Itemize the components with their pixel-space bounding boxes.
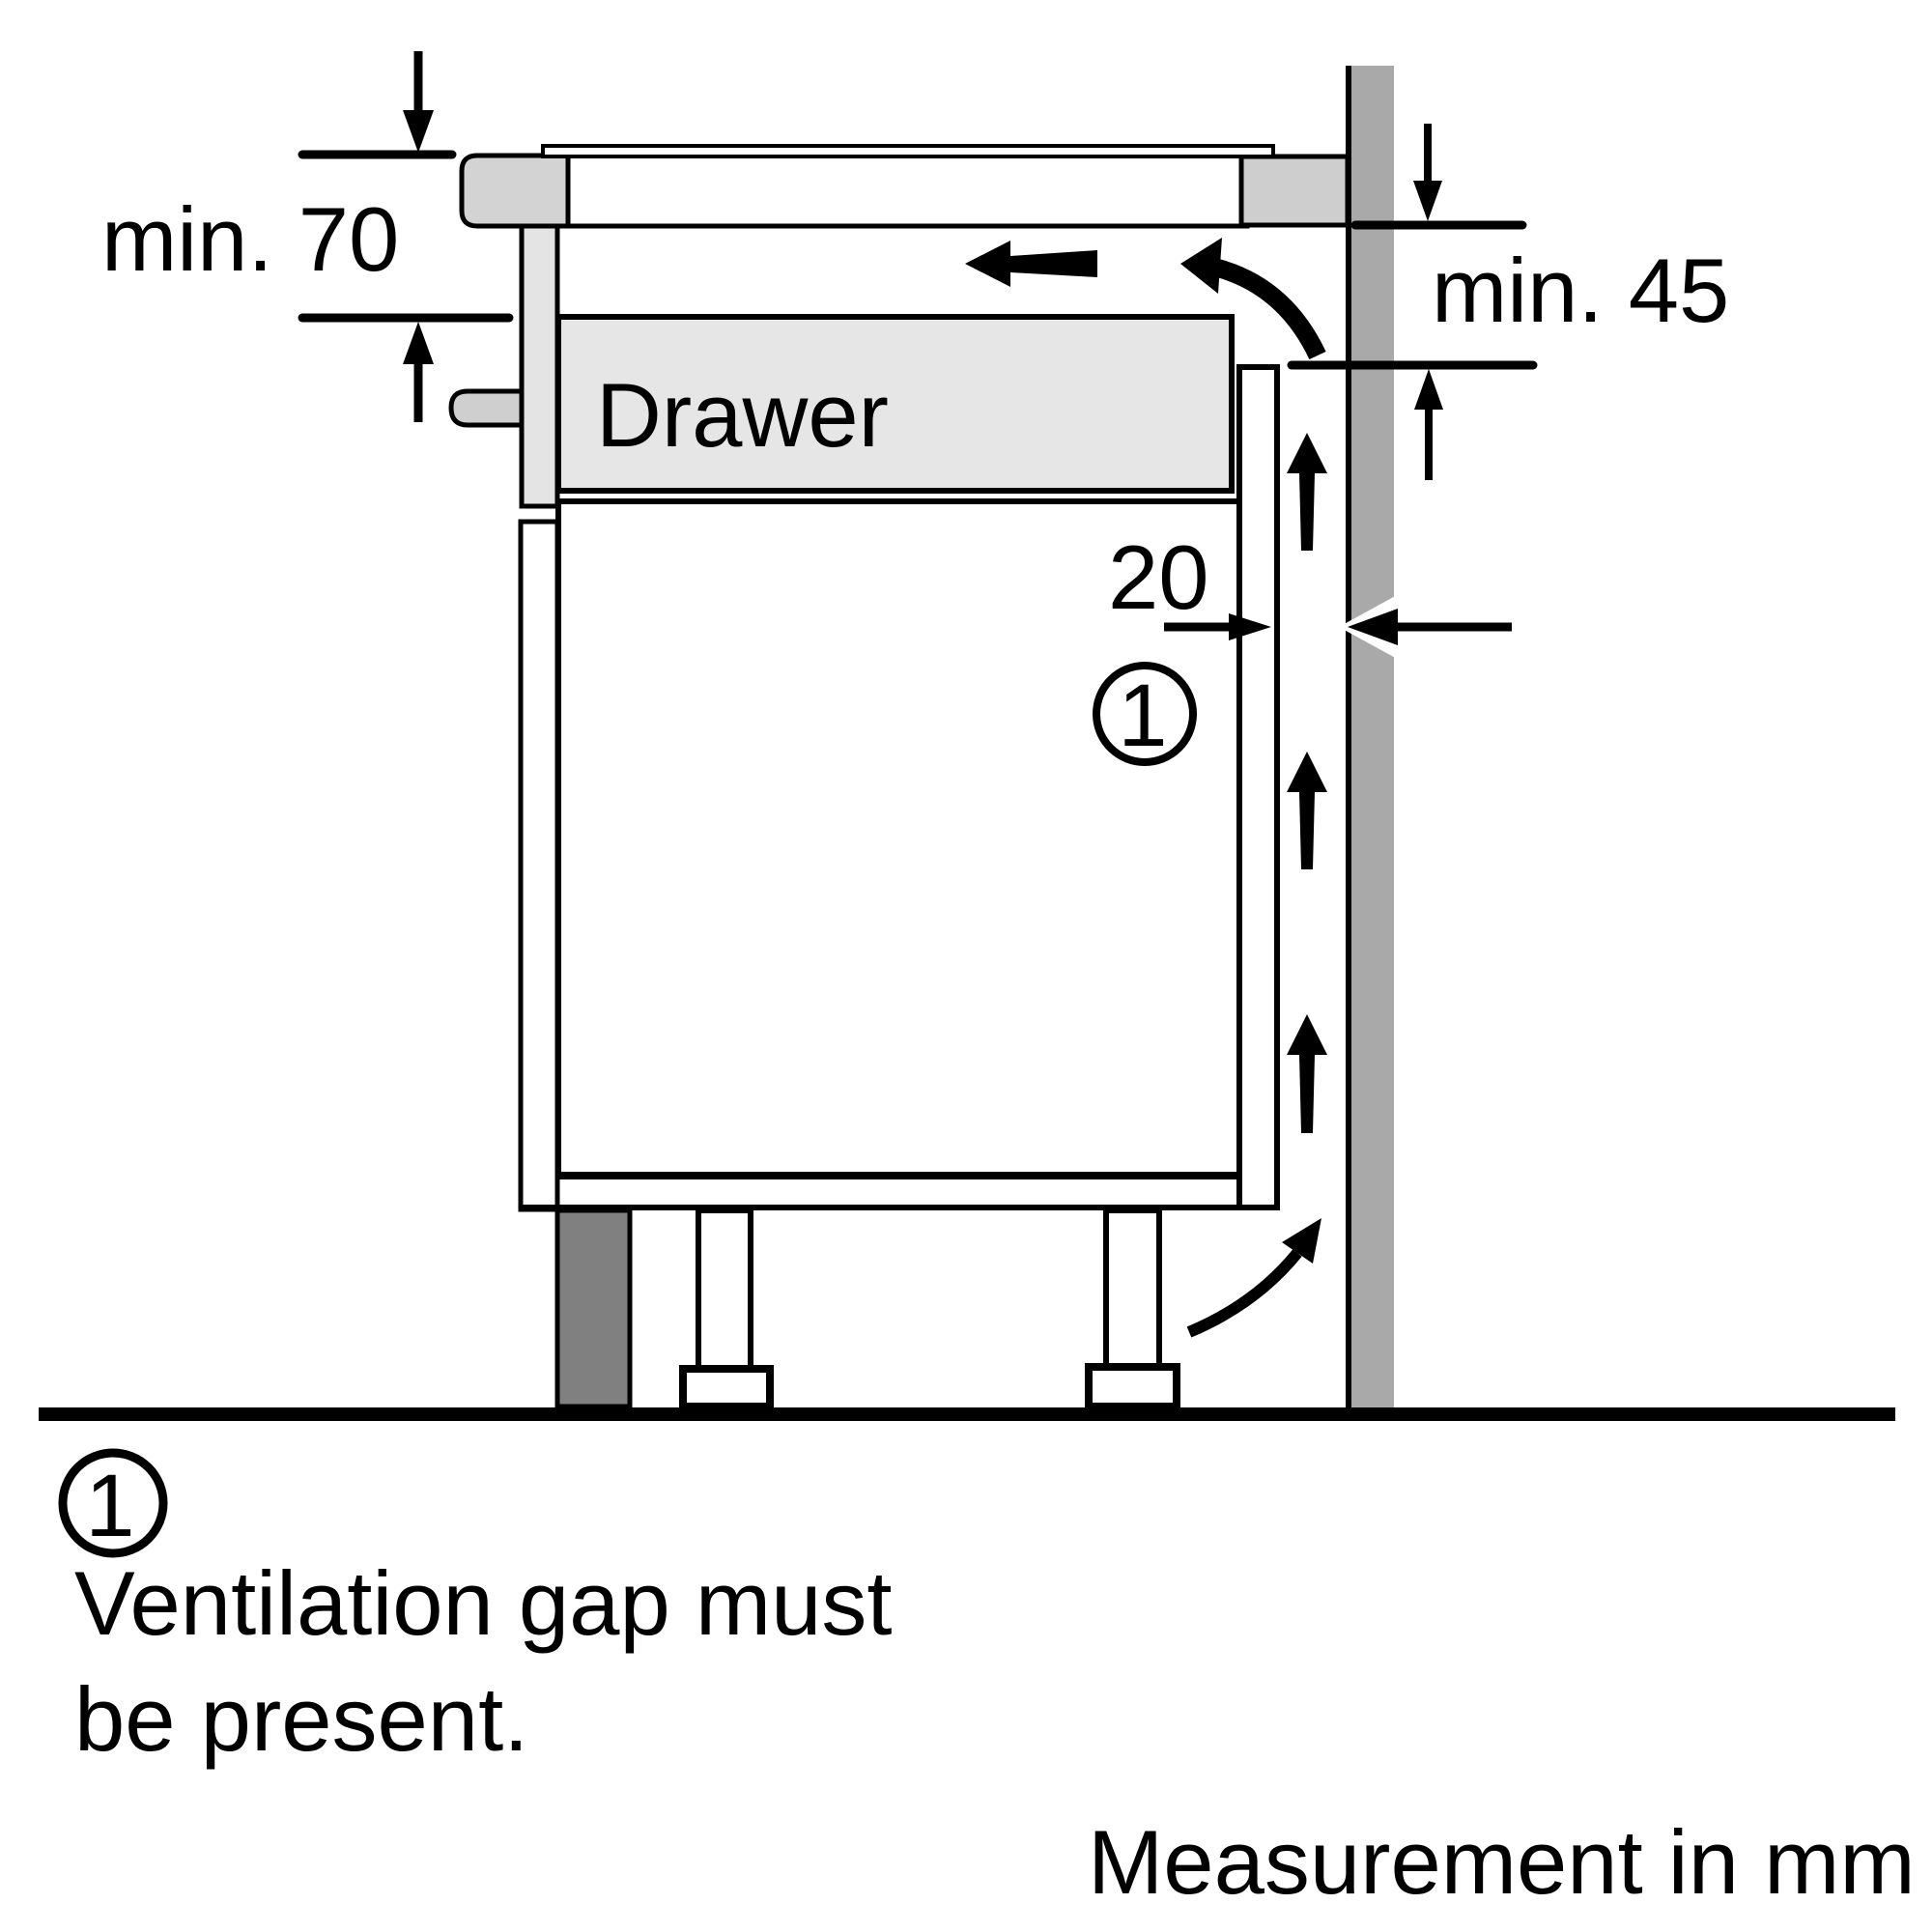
hob-body (565, 152, 1250, 229)
airflow-arrow-up-2-icon (1287, 752, 1327, 869)
legend-text-line2: be present. (74, 1668, 528, 1770)
legend-callout-circle (58, 1448, 168, 1558)
airflow-arrow-left-icon (965, 241, 1097, 287)
min70-arrow-up (403, 322, 434, 422)
drawer-label: Drawer (596, 364, 889, 466)
min45-arrow-up (1414, 369, 1443, 480)
back-panel (1236, 364, 1280, 1210)
worktop-edge (1238, 154, 1350, 228)
min70-arrow-down (403, 51, 434, 153)
wall (1351, 66, 1394, 1408)
callout-1-marker: 1 (1093, 662, 1197, 766)
airflow-arrow-up-3-icon (1287, 1014, 1327, 1133)
front-panel-lower (518, 519, 560, 1212)
dimension-min45: min. 45 (1287, 124, 1729, 480)
airflow-arrow-curve-top-icon (1180, 238, 1326, 360)
dimension-min70: min. 70 (101, 51, 514, 422)
units-note: Measurement in mm (1088, 1811, 1916, 1913)
wall-face-line (1346, 66, 1351, 1408)
gap20-label: 20 (1108, 526, 1209, 628)
cabinet-leg-left (696, 1208, 753, 1375)
min45-label: min. 45 (1432, 240, 1729, 341)
min70-label: min. 70 (101, 188, 399, 290)
dimension-gap20: 20 (1108, 526, 1512, 666)
drawer-box (555, 314, 1235, 494)
cabinet-foot-left (679, 1365, 774, 1410)
cabinet-interior (555, 498, 1246, 1178)
gap20-arrow-left (1339, 588, 1512, 666)
legend-text-line1: Ventilation gap must (74, 1552, 893, 1654)
floor-line (39, 1407, 1895, 1421)
front-panel-upper (519, 222, 560, 509)
callout-1-circle (1093, 662, 1197, 766)
legend: 1 Ventilation gap must be present. (58, 1448, 893, 1770)
callout-1-number: 1 (1118, 667, 1167, 765)
cabinet-foot-right (1085, 1363, 1180, 1410)
cabinet-leg-right (1103, 1208, 1162, 1375)
min45-arrow-down (1413, 124, 1442, 221)
hob-front-trim (459, 153, 571, 229)
airflow-arrow-curve-bottom-icon (1186, 1218, 1321, 1338)
hob-glass-top (541, 144, 1275, 158)
gap20-arrow-right (1164, 613, 1271, 640)
airflow-arrow-up-1-icon (1287, 433, 1327, 551)
plinth-panel (554, 1208, 633, 1409)
legend-callout-number: 1 (85, 1457, 134, 1555)
handle (448, 388, 525, 428)
